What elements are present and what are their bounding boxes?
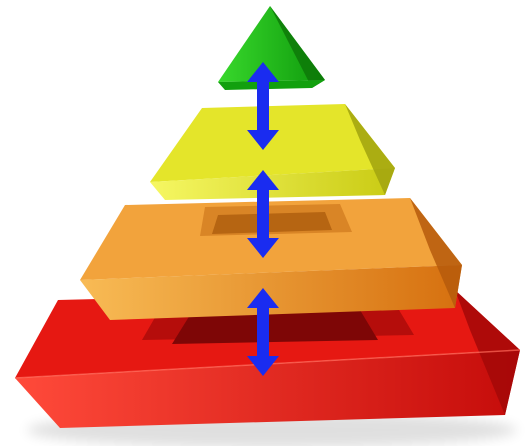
double-arrow-icon-3 xyxy=(247,288,279,376)
double-arrow-icon-2 xyxy=(247,170,279,258)
tier-top xyxy=(218,6,325,90)
double-arrow-icon-1 xyxy=(247,62,279,150)
